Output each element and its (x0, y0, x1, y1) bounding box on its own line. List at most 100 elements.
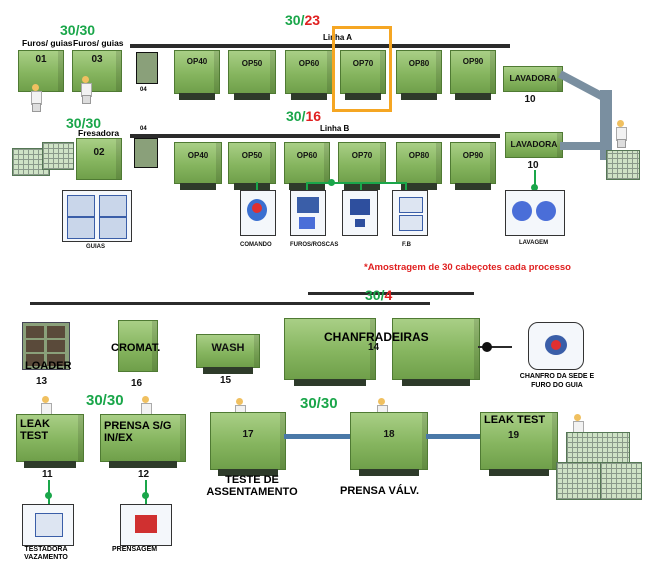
card-op70-detail[interactable] (342, 190, 378, 236)
cromat-label: CROMAT. (111, 342, 161, 354)
connector (534, 170, 536, 190)
card-fb-caption: F.B (402, 242, 411, 248)
sampling-note: *Amostragem de 30 cabeçotes cada process… (364, 262, 571, 273)
cromat-machine[interactable] (118, 320, 158, 372)
lavadora-b[interactable]: LAVADORA (505, 132, 563, 158)
ratio-furos: 30/30 (60, 22, 96, 38)
card-prensagem[interactable] (120, 504, 172, 546)
connector-dot (142, 492, 149, 499)
operator-icon (80, 76, 92, 104)
fixture-04-a-label: 04 (140, 87, 147, 93)
connector (405, 182, 407, 190)
machine-03[interactable]: 03 (72, 50, 122, 92)
crate-icon (556, 462, 604, 500)
station-01-number: 01 (35, 54, 47, 65)
connector-dot (328, 179, 335, 186)
station-03-number: 03 (91, 54, 103, 65)
bottom-rail (30, 302, 430, 305)
card-furos-roscas[interactable] (290, 190, 326, 236)
line-a-op80[interactable]: OP80 (396, 50, 442, 100)
operator-icon (615, 120, 627, 148)
line-a-op90[interactable]: OP90 (450, 50, 496, 100)
chanfr-rail (308, 292, 474, 295)
line-b-op80[interactable]: OP80 (396, 142, 442, 190)
machine-01[interactable]: 01 (18, 50, 64, 92)
card-lavagem-caption: LAVAGEM (519, 240, 549, 246)
operator-icon (30, 84, 42, 112)
line-a-op60[interactable]: OP60 (285, 50, 333, 100)
prensa-valv-label: PRENSA VÁLV. (340, 485, 420, 497)
leak-test-19[interactable] (480, 412, 558, 476)
leak-test-11[interactable] (16, 414, 84, 468)
connector-dot (482, 342, 492, 352)
line-a-rail (130, 44, 510, 48)
prensa-number: 12 (138, 469, 150, 480)
machine-02[interactable]: 02 (76, 138, 122, 180)
conveyor-18-19 (426, 434, 480, 439)
connector (306, 182, 308, 190)
connector (256, 182, 258, 190)
chanfradeiras-ratio: 30/4 (365, 287, 393, 303)
line-b-op70[interactable]: OP70 (338, 142, 386, 190)
fixture-04-a (136, 52, 158, 84)
leak-test-label: LEAK TEST (20, 418, 50, 442)
card-testadora[interactable] (22, 504, 74, 546)
prensa-12[interactable] (100, 414, 186, 468)
card-guias-caption: GUIAS (86, 244, 106, 250)
crate-icon (600, 462, 642, 500)
card-fb[interactable] (392, 190, 428, 236)
line-b-op60[interactable]: OP60 (284, 142, 330, 190)
conveyor-17-18 (284, 434, 350, 439)
station-03-title: Furos/ guias (73, 38, 124, 48)
lavadora-a[interactable]: LAVADORA (503, 66, 563, 92)
crate-icon (42, 142, 74, 170)
ratio-assent: 30/30 (300, 395, 338, 412)
prensa-valv-18[interactable]: 18 (350, 412, 428, 476)
card-guias[interactable] (62, 190, 132, 242)
card-chanfro-caption: CHANFRO DA SEDE E FURO DO GUIA (519, 373, 595, 389)
loader-machine[interactable] (22, 322, 70, 370)
conveyor-b (560, 142, 600, 150)
cromat-number: 16 (131, 378, 143, 389)
card-testadora-caption: TESTADORA VAZAMENTO (24, 546, 68, 561)
loader-label: LOADER (25, 360, 72, 372)
chanfradeiras-label: CHANFRADEIRAS (324, 330, 429, 344)
card-prensagem-caption: PRENSAGEM (112, 546, 158, 553)
fixture-04-b-label: 04 (140, 126, 147, 132)
connector (360, 182, 362, 190)
line-a-op40[interactable]: OP40 (174, 50, 220, 100)
lavadora-a-number: 10 (524, 94, 536, 105)
line-a-op70[interactable]: OP70 (340, 50, 386, 100)
line-b-op90[interactable]: OP90 (450, 142, 496, 190)
crate-icon (566, 432, 630, 464)
line-a-op50[interactable]: OP50 (228, 50, 276, 100)
line-b-rail (130, 134, 500, 138)
chanfradeira-2[interactable] (392, 318, 480, 386)
station-01-title: Furos/ guias (22, 38, 73, 48)
connector-dot (531, 184, 538, 191)
card-lavagem[interactable] (505, 190, 565, 236)
conveyor-vertical (600, 90, 612, 160)
card-furos-roscas-caption: FUROS/ROSCAS (290, 242, 339, 248)
highlight-op70 (332, 26, 392, 112)
leak-test-number: 11 (42, 469, 53, 480)
line-b-op40[interactable]: OP40 (174, 142, 222, 190)
card-comando-caption: COMANDO (240, 242, 272, 248)
crate-icon (606, 150, 640, 180)
ratio-fresadora: 30/30 (66, 115, 102, 131)
line-b-ratio: 30/16 (286, 108, 322, 124)
line-a-ratio: 30/23 (285, 12, 321, 28)
card-chanfro[interactable] (528, 322, 584, 370)
line-b-op50[interactable]: OP50 (228, 142, 276, 190)
leak-test-19-label: LEAK TEST (484, 414, 546, 426)
chanfro-connector (478, 346, 512, 348)
teste-assentamento-17[interactable]: 17 (210, 412, 286, 476)
wash-machine[interactable]: WASH (196, 334, 260, 374)
leak-test-19-number: 19 (508, 430, 520, 441)
lavadora-b-number: 10 (527, 160, 539, 171)
connector (306, 182, 406, 184)
loader-number: 13 (36, 376, 48, 387)
card-comando[interactable] (240, 190, 276, 236)
assent-label: TESTE DE ASSENTAMENTO (206, 474, 298, 498)
chanfradeira-1[interactable] (284, 318, 376, 386)
